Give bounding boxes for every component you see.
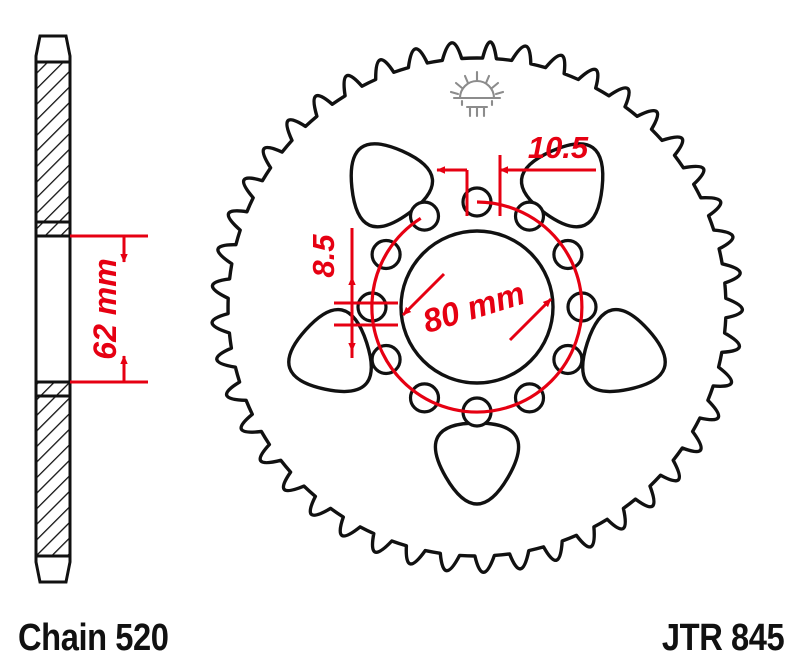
dimension-label-10-5: 10.5 [528, 130, 589, 165]
side-view-tooth-tip-top [34, 34, 72, 64]
bolt-circle-arc [370, 200, 584, 414]
spoke-cutout [581, 307, 667, 394]
side-view-hub-web [34, 234, 72, 384]
dimension-label-62mm: 62 mm [87, 258, 123, 359]
centre-bore [399, 229, 555, 385]
sunrise-icon [449, 70, 505, 118]
side-section-view [34, 34, 72, 584]
side-view-hatched-bottom [34, 394, 72, 558]
spoke-cutout [519, 142, 605, 229]
spoke-cutout [433, 421, 521, 506]
bolt-holes-group [356, 186, 598, 428]
bolt-hole [408, 200, 441, 232]
pcd-arrow-lower-left [401, 272, 446, 317]
chain-size-label: Chain 520 [18, 617, 169, 659]
dimension-label-8-5: 8.5 [306, 234, 341, 278]
dimension-hole-spacing-10-5: 10.5 [436, 130, 596, 216]
pcd-arrow-upper-right [508, 297, 553, 342]
side-view-hatched-top [34, 60, 72, 224]
spoke-cutout [349, 142, 435, 229]
side-view-tooth-tip-bottom [34, 554, 72, 584]
part-number-label: JTR 845 [661, 617, 785, 659]
side-view-shoulder-top [34, 220, 72, 238]
dimension-hole-diameter-8-5: 8.5 [306, 228, 398, 358]
dimension-thickness-62: 62 mm [70, 234, 148, 384]
side-view-shoulder-bottom [34, 380, 72, 398]
